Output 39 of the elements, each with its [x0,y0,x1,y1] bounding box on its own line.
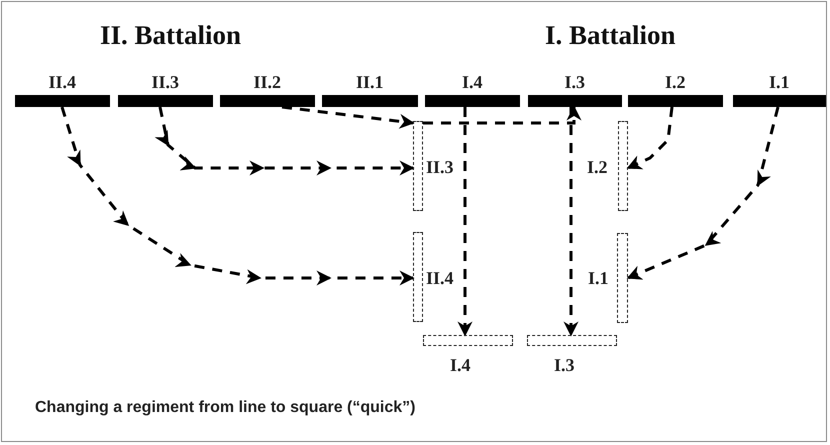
company-bar [15,95,110,107]
position-label: II.3 [426,158,454,176]
battalion-heading: II. Battalion [100,22,242,49]
position-label: I.2 [587,158,608,176]
company-bar [425,95,520,107]
square-position-box [618,121,628,211]
square-position-box [617,233,628,323]
movement-arrow [423,106,582,124]
company-label: II.1 [356,73,384,91]
position-label: II.4 [426,269,454,287]
movement-arrow [564,107,578,336]
movement-arrow [626,106,674,170]
company-label: II.4 [48,73,76,91]
movement-arrow [458,107,472,336]
movement-arrow [154,106,414,176]
movement-arrow [282,106,414,129]
company-bar [628,95,723,107]
company-label: I.4 [462,73,483,91]
battalion-heading: I. Battalion [545,22,676,49]
caption: Changing a regiment from line to square (“quick”) [35,399,416,417]
movement-arrow [626,106,780,280]
square-position-box [527,335,617,346]
square-position-box [413,232,423,322]
position-label: I.1 [588,269,609,287]
company-label: I.1 [769,73,790,91]
movement-arrow [60,106,414,286]
company-label: I.3 [564,73,586,91]
company-bar [322,95,418,107]
company-bar [118,95,213,107]
company-label: II.2 [254,73,282,91]
position-label: I.3 [554,356,575,374]
position-label: I.4 [450,356,471,374]
company-label: I.2 [665,73,686,91]
company-bar [733,95,826,107]
company-bar [220,95,315,107]
square-position-box [423,335,513,346]
square-position-box [413,121,423,211]
company-label: II.3 [152,73,180,91]
company-bar [528,95,622,107]
